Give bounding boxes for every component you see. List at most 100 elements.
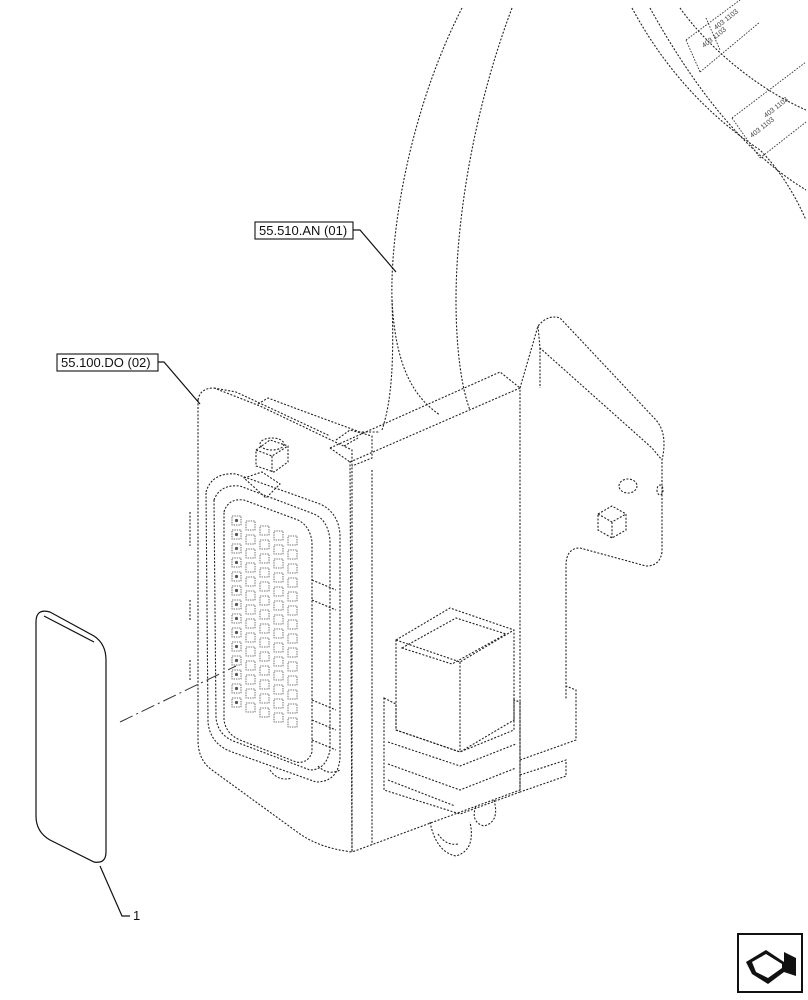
connector-pin [245,674,256,685]
callout-module-reference: 55.100.DO (02) [56,353,201,405]
connector-pin [287,675,298,686]
connector-pin [245,576,256,587]
connector-pin [287,563,298,574]
connector-pin-dot [234,546,239,551]
connector-pin [231,655,242,666]
connector-pin [231,529,242,540]
connector-pin [231,669,242,680]
connector-pin [273,642,284,653]
connector-pin [273,712,284,723]
callout-module-text: 55.100.DO (02) [61,355,151,370]
connector-pin [287,549,298,560]
svg-text:403 1103: 403 1103 [713,8,740,31]
connector-pin [273,698,284,709]
connector-pin [273,656,284,667]
assembly-centerline [119,665,237,723]
connector-pin [245,618,256,629]
connector-pin [273,572,284,583]
connector-pin [287,703,298,714]
connector-pin [231,627,242,638]
connector-pin [231,557,242,568]
svg-text:403 1103: 403 1103 [701,26,728,49]
connector-pin-dot [234,532,239,537]
connector-pin [245,688,256,699]
connector-pin [245,660,256,671]
connector-pin [245,604,256,615]
connector-pin [245,534,256,545]
connector-pin [259,595,270,606]
connector-pin [259,609,270,620]
connector-pin [259,581,270,592]
connector-pin [259,651,270,662]
connector-pin [259,525,270,536]
connector-pin [245,646,256,657]
connector-pin [287,619,298,630]
wire-harness: 403 1103 403 1103 403 1103 403 1103 [381,0,807,431]
connector-pin-dot [234,672,239,677]
connector-pin-dot [234,630,239,635]
connector-pin [287,577,298,588]
connector-pin [287,535,298,546]
connector-pin [259,679,270,690]
connector-pin [245,590,256,601]
connector-pin [259,623,270,634]
connector-pin [273,600,284,611]
connector-pin [259,693,270,704]
svg-text:403 1103: 403 1103 [749,116,776,139]
connector-pin [287,661,298,672]
connector-pin [273,670,284,681]
connector-pin [231,641,242,652]
connector-pin [231,599,242,610]
connector-pin [287,605,298,616]
part-1-cover-label [35,610,107,863]
connector-pin [231,697,242,708]
connector-pin-dot [234,686,239,691]
connector-pin [231,515,242,526]
connector-pin [287,633,298,644]
connector-pin [287,717,298,728]
connector-pin [273,684,284,695]
connector-pin [231,543,242,554]
connector-pin-dot [234,518,239,523]
connector-pin-dot [234,644,239,649]
connector-pin [273,614,284,625]
svg-text:403 1103: 403 1103 [763,96,790,119]
connector-pin-dot [234,700,239,705]
callout-harness-text: 55.510.AN (01) [259,223,347,238]
connector-pin [245,632,256,643]
harness-tape-upper: 403 1103 403 1103 [685,0,761,73]
connector-pin [245,562,256,573]
connector-pin [273,558,284,569]
connector-pin [245,520,256,531]
connector-pin [259,567,270,578]
connector-pin [287,689,298,700]
connector-pin [273,544,284,555]
callout-harness-reference: 55.510.AN (01) [254,221,397,273]
connector-pin [259,553,270,564]
control-module [189,387,380,853]
connector-pin [245,702,256,713]
relay [383,607,521,857]
connector-pin [287,591,298,602]
connector-pin [231,585,242,596]
connector-pin [259,707,270,718]
connector-pin-dot [234,560,239,565]
connector-pin [231,613,242,624]
connector-pin [273,530,284,541]
mounting-bracket [329,316,665,853]
next-page-arrow-icon[interactable] [737,933,803,993]
connector-pin [259,539,270,550]
connector-pin-dot [234,658,239,663]
connector-pin [287,647,298,658]
connector-pin-dot [234,588,239,593]
connector-pin [231,571,242,582]
connector-pin-dot [234,574,239,579]
connector-pin-dot [234,602,239,607]
connector-pin [273,586,284,597]
connector-pin [259,665,270,676]
connector-pin-dot [234,616,239,621]
connector-pin [259,637,270,648]
connector-pin-grid [231,515,298,728]
connector-pin [245,548,256,559]
